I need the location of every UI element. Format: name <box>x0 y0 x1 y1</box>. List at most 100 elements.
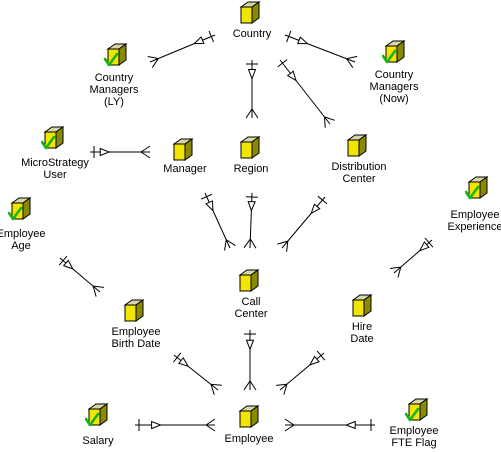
cube-front-face <box>124 304 137 322</box>
attribute-cube-checked-icon <box>84 402 111 435</box>
attribute-label: Country <box>232 28 272 40</box>
cube-front-face <box>347 139 360 157</box>
crows-foot-prong <box>245 108 253 119</box>
relationship-edge-country-to-region <box>245 60 259 119</box>
one-side-bar <box>173 352 182 363</box>
direction-arrow <box>62 259 74 270</box>
direction-arrow <box>151 420 162 430</box>
cube-front-face <box>240 141 253 159</box>
relationship-edge-employee-age-to-employee-birth-date <box>58 255 104 297</box>
crows-foot-prong <box>284 424 295 432</box>
relationship-edge-distribution-center-to-call-center <box>277 195 328 252</box>
check-mark-icon <box>84 412 100 427</box>
cube-graphic <box>238 405 260 428</box>
crows-foot-prong <box>251 108 259 119</box>
attribute-label: Employee Age <box>0 228 46 252</box>
cube-front-face <box>352 299 365 317</box>
attribute-cube-icon <box>121 298 147 331</box>
direction-arrow <box>308 355 320 366</box>
cube-graphic <box>238 269 260 292</box>
relationship-edge-manager-to-call-center <box>200 192 236 251</box>
attribute-cube-checked-icon <box>103 42 130 75</box>
relationship-edge-country-to-country-managers-now <box>284 30 358 68</box>
attribute-label: Country Managers (Now) <box>369 69 419 105</box>
crows-foot-prong <box>283 384 288 395</box>
attribute-cube-icon <box>237 0 263 33</box>
attribute-cube-icon <box>344 133 370 166</box>
cube-graphic <box>239 1 261 24</box>
check-mark-icon <box>7 206 23 221</box>
attribute-label: Manager <box>163 163 207 175</box>
crows-foot-prong <box>276 383 287 386</box>
cube-graphic <box>351 294 373 317</box>
crows-foot-prong <box>243 380 251 391</box>
attribute-label: Call Center <box>234 296 268 320</box>
direction-arrow <box>247 200 256 212</box>
one-side-bar <box>286 30 292 43</box>
cube-graphic <box>346 134 368 157</box>
crows-foot-prong <box>205 418 216 426</box>
cube-front-face <box>240 6 253 24</box>
relationship-edge-region-to-call-center <box>243 192 258 249</box>
relationship-edge-call-center-to-employee <box>243 330 257 391</box>
relationship-edge-salary-to-employee <box>135 418 216 432</box>
crows-foot-prong <box>224 239 227 251</box>
relationship-edge-country-to-country-managers-ly <box>147 30 216 68</box>
check-mark-icon <box>103 52 119 67</box>
crows-foot-prong <box>210 383 222 386</box>
attribute-label: Distribution Center <box>331 161 387 185</box>
crows-foot-prong <box>284 418 295 426</box>
relationship-line <box>204 192 231 249</box>
crows-foot-prong <box>92 286 97 297</box>
crows-foot-prong <box>286 241 289 252</box>
relationship-line <box>149 34 216 63</box>
relationship-line <box>284 34 356 63</box>
direction-arrow <box>99 147 111 157</box>
direction-arrow <box>344 420 356 430</box>
relationship-line <box>281 196 326 249</box>
attribute-cube-checked-icon <box>404 397 431 430</box>
check-mark-icon <box>464 185 480 200</box>
crows-foot-prong <box>226 239 236 246</box>
relationship-line <box>279 59 331 125</box>
attribute-label: MicroStrategy User <box>21 157 89 181</box>
relationship-edge-employee-birth-date-to-employee <box>173 352 222 395</box>
direction-arrow <box>192 36 205 45</box>
attribute-label: Employee Experience <box>447 209 501 233</box>
attribute-label: Employee FTE Flag <box>389 425 439 449</box>
cube-front-face <box>239 410 252 428</box>
crows-foot-prong <box>346 55 358 60</box>
crows-foot-prong <box>277 240 288 245</box>
relationship-edge-employee-experience-to-hire-date <box>390 237 434 278</box>
cube-graphic <box>123 299 145 322</box>
check-mark-icon <box>381 49 397 64</box>
attribute-cube-checked-icon <box>464 175 491 208</box>
relationship-edge-hire-date-to-employee <box>276 350 326 395</box>
crows-foot-prong <box>249 238 257 249</box>
attribute-cube-checked-icon <box>7 196 34 229</box>
crows-foot-prong <box>390 266 401 269</box>
direction-arrow <box>297 36 309 45</box>
attribute-cube-icon <box>236 268 262 301</box>
cube-front-face <box>239 274 252 292</box>
direction-arrow <box>245 339 255 351</box>
direction-arrow <box>247 69 257 80</box>
relationship-edge-country-to-distribution-center <box>277 59 335 128</box>
cube-graphic <box>464 176 489 200</box>
check-mark-icon <box>40 135 56 150</box>
direction-arrow <box>418 241 430 252</box>
attribute-cube-checked-icon <box>381 39 408 72</box>
crows-foot-prong <box>210 384 215 395</box>
crows-foot-prong <box>140 145 151 153</box>
attribute-label: Hire Date <box>350 321 374 345</box>
crows-foot-prong <box>205 424 216 432</box>
direction-arrow <box>205 200 214 212</box>
attribute-label: Salary <box>82 435 114 447</box>
crows-foot-prong <box>147 55 159 60</box>
one-side-bar <box>200 193 213 200</box>
cube-graphic <box>172 138 194 161</box>
cube-graphic <box>7 197 32 221</box>
attribute-cube-icon <box>237 135 263 168</box>
